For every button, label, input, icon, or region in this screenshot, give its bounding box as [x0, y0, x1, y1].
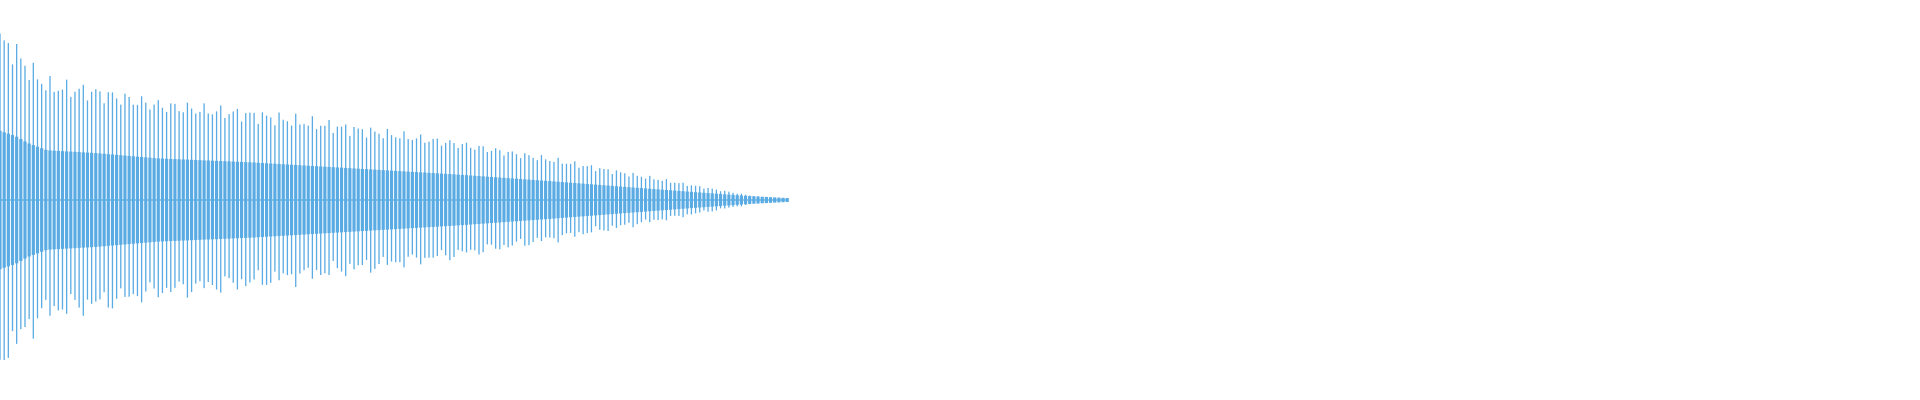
- waveform-peaks: [0, 33, 789, 360]
- waveform-body: [0, 130, 2, 270]
